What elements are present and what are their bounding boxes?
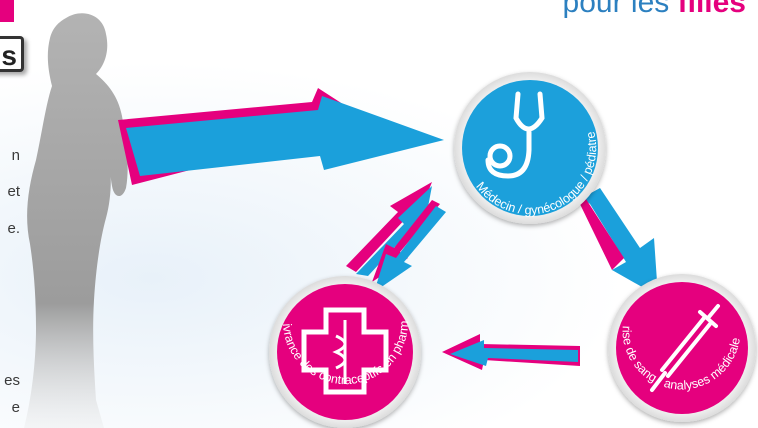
text-fragment: et [7, 183, 20, 200]
arrow-to-doctor-blue [126, 96, 444, 176]
heading-tab-text: s [1, 40, 17, 71]
arrow-lab-to-pharmacy-blue [450, 340, 578, 366]
pharmacy-cross-icon [301, 307, 389, 395]
arrow-pharmacy-to-doctor [346, 182, 432, 272]
tagline-bold: filles [677, 0, 746, 19]
woman-silhouette [24, 13, 128, 428]
tagline: pour les filles [563, 0, 746, 20]
text-fragment: n [11, 147, 20, 164]
text-fragment: e. [7, 220, 20, 237]
arrow-doctor-to-pharmacy-blue [374, 206, 446, 292]
syringe-icon [650, 304, 720, 392]
text-fragment: e [11, 399, 20, 416]
arrow-doctor-to-lab [582, 188, 658, 296]
heading-tab: s [0, 36, 24, 72]
tagline-start: pour les [562, 0, 678, 19]
text-fragment: es [4, 372, 20, 389]
stethoscope-icon [485, 91, 545, 179]
pink-corner-block [0, 0, 14, 22]
arrow-pharmacy-to-doctor-blue [356, 186, 432, 276]
arrow-doctor-to-lab-pink [578, 196, 624, 270]
